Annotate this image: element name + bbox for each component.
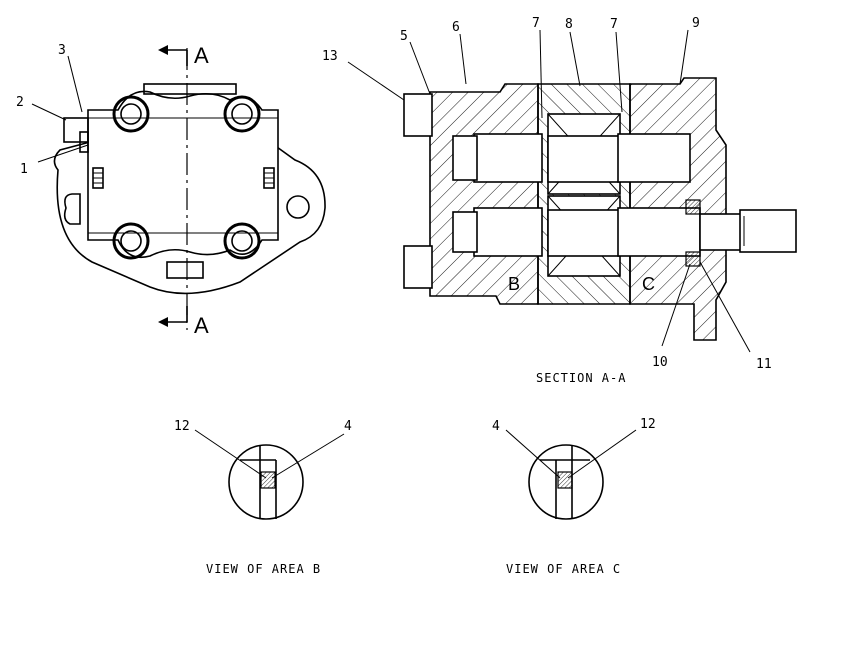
top-cap bbox=[143, 83, 237, 95]
caption-view-b: VIEW OF AREA B bbox=[206, 562, 321, 576]
callout-5: 5 bbox=[400, 29, 408, 44]
callout-6: 6 bbox=[452, 20, 460, 35]
end-cover bbox=[429, 83, 539, 305]
callout-10: 10 bbox=[652, 355, 668, 370]
drive-shaft-spline bbox=[739, 209, 797, 253]
section-arrow-bottom bbox=[158, 306, 188, 327]
bolt-bottom-left bbox=[112, 222, 150, 260]
area-letter-c: C bbox=[642, 274, 655, 294]
bolt-bottom-right bbox=[223, 222, 261, 260]
lip-seal bbox=[685, 199, 701, 215]
caption-section: SECTION A-A bbox=[536, 371, 626, 385]
callout-4-c: 4 bbox=[492, 419, 500, 434]
section-marker-top: A bbox=[194, 43, 209, 68]
callout-4-b: 4 bbox=[344, 419, 352, 434]
callout-12-c: 12 bbox=[640, 417, 656, 432]
section-view: B C 13 5 6 7 8 7 9 10 11 SECTION A-A bbox=[322, 16, 797, 385]
callout-12-b: 12 bbox=[174, 419, 190, 434]
callout-7-right: 7 bbox=[610, 17, 618, 32]
section-arrow-top bbox=[158, 45, 188, 66]
callout-3: 3 bbox=[58, 43, 66, 58]
callout-7-left: 7 bbox=[532, 16, 540, 31]
callout-8: 8 bbox=[565, 17, 573, 32]
callout-13: 13 bbox=[322, 49, 338, 64]
area-letter-b: B bbox=[508, 274, 520, 294]
detail-view-b: 12 4 VIEW OF AREA B bbox=[174, 419, 352, 576]
o-ring-seal bbox=[685, 251, 701, 267]
bolt-top-left bbox=[112, 95, 150, 133]
mounting-hole-left bbox=[63, 193, 81, 225]
callout-1: 1 bbox=[20, 162, 28, 177]
shaft-stub bbox=[63, 117, 89, 143]
section-marker-bottom: A bbox=[194, 313, 209, 338]
callout-11: 11 bbox=[756, 357, 772, 372]
end-view: A A 3 2 1 bbox=[16, 43, 326, 338]
callout-2: 2 bbox=[16, 95, 24, 110]
detail-view-c: 4 12 VIEW OF AREA C bbox=[492, 417, 656, 576]
bolt-top-right bbox=[223, 95, 261, 133]
mounting-hole-right bbox=[286, 195, 310, 219]
port-boss-bottom bbox=[403, 245, 433, 289]
port-boss-top bbox=[403, 93, 433, 137]
bottom-tab bbox=[166, 261, 204, 279]
callout-9: 9 bbox=[692, 16, 700, 31]
caption-view-c: VIEW OF AREA C bbox=[506, 562, 621, 576]
drive-shaft bbox=[699, 213, 745, 251]
pump-body bbox=[87, 90, 279, 259]
mounting-flange bbox=[53, 141, 326, 295]
